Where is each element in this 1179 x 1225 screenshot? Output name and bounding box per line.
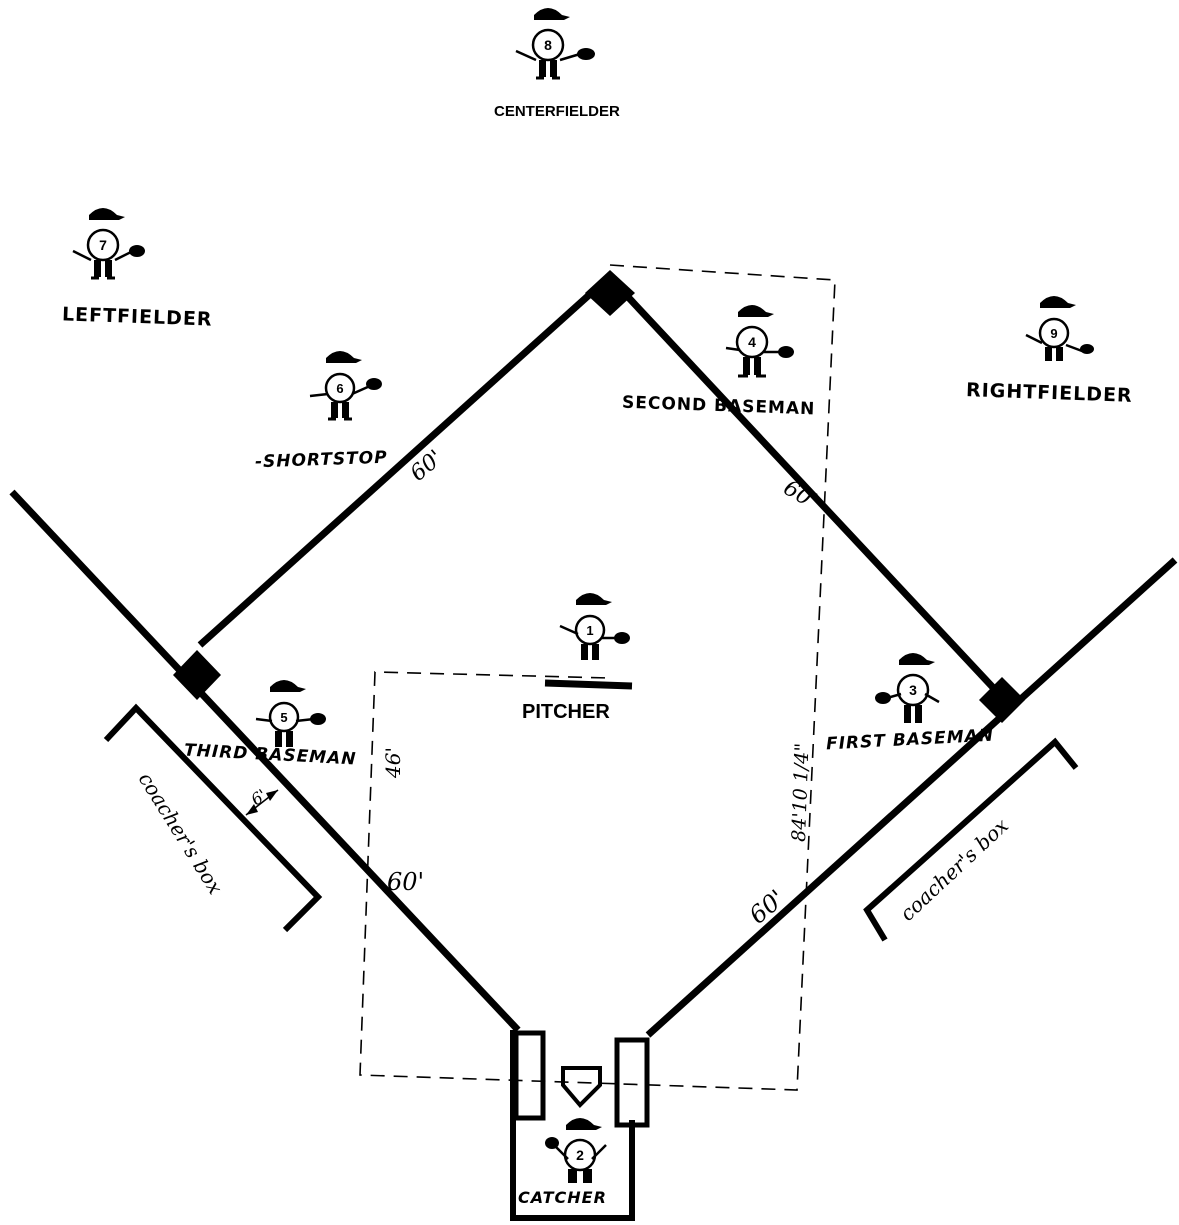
basepath-second-to-first [611, 279, 1003, 698]
jersey-number-first-baseman: 3 [909, 682, 917, 698]
jersey-number-pitcher: 1 [586, 623, 593, 638]
jersey-number-second-baseman: 4 [748, 334, 756, 350]
basepath-third-to-second [197, 275, 611, 648]
jersey-number-shortstop: 6 [336, 381, 343, 396]
player-rightfielder [1025, 296, 1094, 361]
player-second-baseman [725, 305, 794, 378]
first-base [979, 677, 1025, 723]
left-foul-line [9, 489, 521, 1033]
distance-home-to-third: 60' [387, 868, 424, 896]
right-batters-box [614, 1037, 650, 1128]
left-coach-box [103, 703, 323, 933]
jersey-number-leftfielder: 7 [99, 237, 107, 253]
catchers-box [510, 1030, 635, 1221]
player-leftfielder [72, 208, 145, 280]
distance-second-to-first: 60' [779, 476, 821, 515]
label-catcher: CATCHER [518, 1188, 607, 1207]
player-shortstop [309, 351, 382, 421]
right-coach-box [863, 737, 1079, 942]
infield-dashed-boundary [359, 264, 836, 1091]
player-third-baseman [255, 680, 326, 747]
jersey-number-rightfielder: 9 [1050, 326, 1057, 341]
player-catcher [545, 1118, 607, 1183]
player-first-baseman [875, 653, 940, 723]
label-pitcher: PITCHER [522, 701, 610, 723]
left-batters-box [513, 1030, 546, 1121]
right-foul-line [645, 557, 1178, 1038]
pitchers-rubber [544, 679, 633, 690]
jersey-number-centerfielder: 8 [544, 37, 552, 53]
home-plate [561, 1066, 602, 1108]
jersey-number-third-baseman: 5 [280, 710, 287, 725]
distance-home-to-first: 60' [744, 884, 790, 929]
third-base [173, 650, 221, 700]
jersey-number-catcher: 2 [576, 1147, 584, 1163]
player-pitcher [559, 593, 630, 660]
label-centerfielder: CENTERFIELDER [494, 103, 620, 120]
distance-diagonal: 84'10 1/4" [788, 743, 813, 843]
distance-pitching: 46' [381, 747, 405, 779]
distance-coach-box-offset: 6' [247, 785, 270, 809]
player-centerfielder [515, 8, 595, 80]
second-base [585, 270, 635, 316]
